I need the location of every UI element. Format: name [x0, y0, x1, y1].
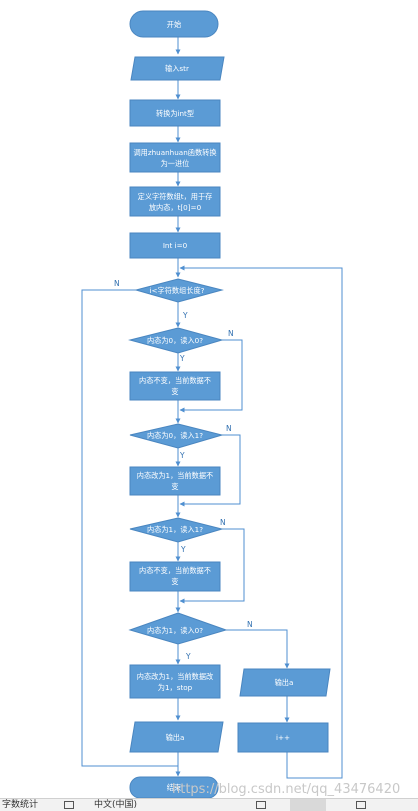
label-cond2-no: N [226, 424, 232, 433]
condition-4-text: 内态为1，读入0? [147, 626, 203, 635]
edge-loop-back [179, 265, 343, 779]
init-i-node [129, 232, 221, 259]
condition-2-text: 内态为0，读入1? [147, 431, 203, 440]
convert-int-node [129, 99, 221, 127]
label-cond2-yes: Y [179, 451, 185, 460]
output-a-right-text: 输出a [275, 678, 294, 687]
action-2-text-2: 变 [171, 482, 178, 491]
web-layout-icon[interactable] [356, 801, 366, 809]
input-str-text: 输入str [165, 64, 189, 73]
output-a-right-node [239, 668, 331, 697]
define-text-2: 放内态，t[0]=0 [149, 203, 202, 212]
condition-4-node [128, 612, 228, 645]
start-text: 开始 [167, 20, 181, 29]
action-4-text-2: 为1，stop [158, 683, 193, 692]
edge-cond3-no [179, 528, 245, 604]
connectors [81, 37, 343, 779]
call-fn-text-2: 为一进位 [161, 159, 190, 168]
status-bar: 字数统计 中文(中国) [0, 798, 418, 811]
edge-loop-no [81, 289, 178, 767]
condition-1-node [128, 327, 224, 354]
increment-node [237, 722, 329, 753]
print-layout-button[interactable] [290, 799, 326, 811]
start-terminator [129, 10, 219, 38]
increment-text: i++ [276, 733, 290, 742]
label-cond3-yes: Y [180, 545, 186, 554]
edge-cond2-no [179, 434, 241, 507]
edge-cond4-no [226, 629, 290, 669]
label-loop-no: N [114, 279, 120, 288]
label-cond4-no: N [247, 620, 253, 629]
end-text: 结束 [167, 783, 181, 792]
label-cond4-yes: Y [185, 652, 191, 661]
action-1-node [129, 371, 221, 401]
init-i-text: Int i=0 [163, 241, 188, 250]
input-str-node [130, 56, 225, 81]
label-cond1-no: N [228, 329, 234, 338]
define-array-node [129, 186, 221, 217]
loop-condition-text: i<字符数组长度? [150, 286, 205, 295]
action-4-node [129, 664, 221, 699]
output-a-left-node [129, 721, 224, 753]
action-3-text-2: 变 [171, 577, 178, 586]
call-fn-text-1: 调用zhuanhuan函数转换 [133, 148, 216, 157]
convert-int-text: 转换为int型 [156, 109, 194, 118]
label-cond3-no: N [220, 518, 226, 527]
proofing-icon[interactable] [64, 801, 74, 809]
action-2-text-1: 内态改为1，当前数据不 [137, 471, 213, 480]
call-function-node [129, 142, 221, 173]
condition-3-text: 内态为1，读入1? [147, 525, 203, 534]
status-word-count[interactable]: 字数统计 [2, 800, 39, 810]
output-a-left-text: 输出a [166, 733, 185, 742]
loop-condition-node [134, 278, 224, 303]
action-3-text-1: 内态不变，当前数据不 [139, 566, 211, 575]
watermark: https://blog.csdn.net/qq_43476420 [172, 782, 401, 797]
label-cond1-yes: Y [179, 354, 185, 363]
end-terminator [129, 776, 219, 798]
define-text-1: 定义字符数组t，用于存 [138, 192, 213, 201]
condition-2-node [129, 423, 224, 449]
condition-1-text: 内态为0，读入0? [147, 336, 203, 345]
label-loop-yes: Y [182, 311, 188, 320]
edge-cond1-no [179, 339, 243, 413]
status-language[interactable]: 中文(中国) [94, 800, 138, 810]
action-1-text-1: 内态不变，当前数据不 [139, 376, 211, 385]
action-3-node [129, 561, 221, 592]
action-4-text-1: 内态改为1，当前数据改 [137, 672, 213, 681]
condition-3-node [129, 517, 224, 543]
action-2-node [129, 466, 221, 496]
read-mode-icon[interactable] [256, 801, 266, 809]
action-1-text-2: 变 [171, 387, 178, 396]
